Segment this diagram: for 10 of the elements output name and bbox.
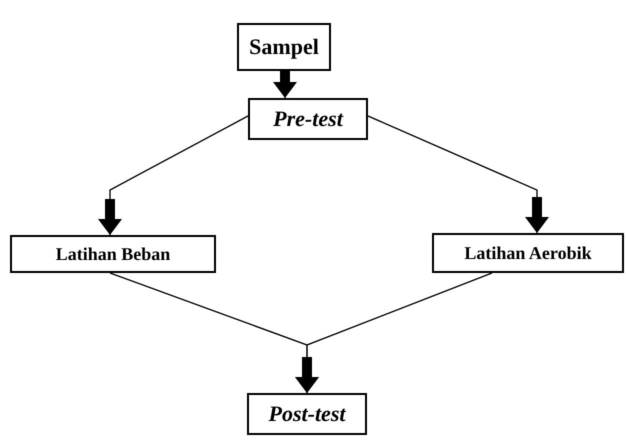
process-box — [247, 393, 367, 435]
process-box — [10, 235, 216, 273]
process-box — [432, 233, 624, 273]
box-label: Latihan Aerobik — [464, 242, 592, 264]
box-label: Sampel — [249, 34, 319, 60]
process-box — [248, 98, 368, 140]
box-label: Post-test — [268, 401, 346, 427]
process-box — [237, 23, 331, 71]
box-label: Latihan Beban — [56, 244, 170, 264]
box-label: Pre-test — [273, 106, 343, 132]
